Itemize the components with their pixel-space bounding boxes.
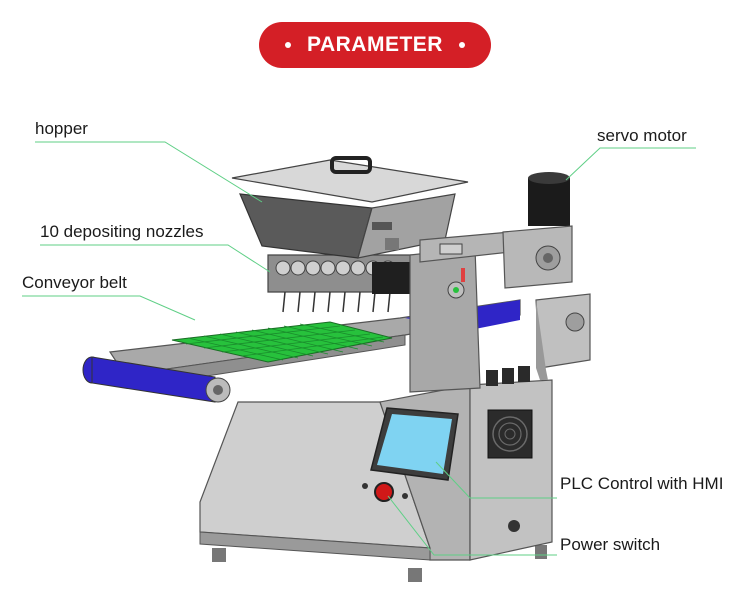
foot (535, 545, 547, 559)
leader-nozzles (40, 244, 271, 273)
leader-servo (565, 147, 696, 181)
parameter-banner: PARAMETER (259, 22, 491, 68)
leader-hopper (35, 141, 263, 203)
banner-title: PARAMETER (307, 33, 443, 56)
bullet-dot-right (458, 42, 465, 48)
nozzle-tips (282, 291, 391, 313)
label-servo: servo motor (597, 126, 687, 145)
cooling-fan (487, 409, 533, 459)
leader-lines (22, 141, 696, 556)
lid-handle (330, 156, 372, 174)
servo-motor (528, 178, 570, 226)
support-column (409, 247, 481, 393)
leader-power (387, 495, 557, 556)
foot (408, 568, 422, 582)
leader-plc (435, 461, 557, 499)
label-hopper: hopper (35, 119, 88, 138)
bullet-dot-left (285, 42, 292, 48)
tray-cells (185, 323, 385, 361)
hopper-body (239, 193, 373, 259)
foot (212, 548, 226, 562)
cabinet-base (199, 531, 431, 561)
label-power: Power switch (560, 535, 661, 554)
plug-socket (508, 520, 520, 532)
cabinet-side (469, 379, 553, 561)
label-conveyor: Conveyor belt (22, 273, 127, 292)
label-plc: PLC Control with HMI (560, 474, 724, 493)
hmi-screen (377, 414, 452, 474)
fan-grille (492, 416, 528, 452)
leader-conveyor (22, 295, 196, 321)
label-nozzles: 10 depositing nozzles (40, 222, 204, 241)
hopper-lid (231, 159, 469, 203)
